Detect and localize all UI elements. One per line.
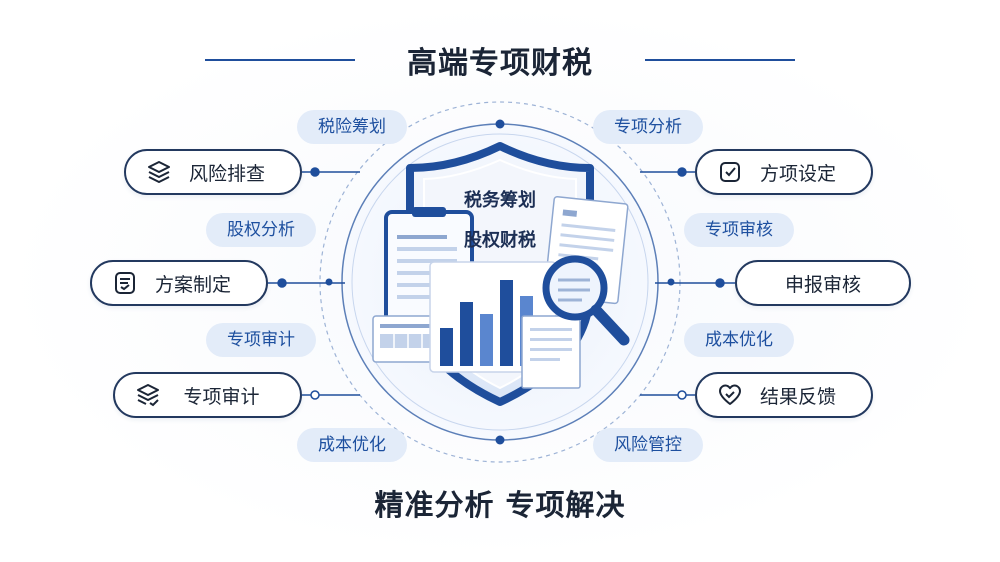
ring-dot-right	[667, 278, 675, 286]
ring-dot-top	[495, 119, 505, 129]
card-label: 方案制定	[154, 273, 231, 296]
card-label: 结果反馈	[759, 385, 836, 408]
ring-dot-left	[325, 278, 333, 286]
card-label: 风险排查	[188, 162, 265, 185]
tag-right-3: 成本优化	[684, 323, 794, 357]
tag-left-3: 专项审计	[206, 323, 316, 357]
magnifier-icon	[542, 255, 630, 346]
table-card-icon	[372, 315, 444, 363]
card-label: 专项审计	[183, 385, 260, 408]
card-special-audit[interactable]: 专项审计	[113, 372, 302, 418]
layers-icon	[148, 161, 170, 183]
card-label: 方项设定	[759, 162, 836, 185]
document-list-icon	[115, 272, 135, 294]
card-item-setting[interactable]: 方项设定	[695, 149, 873, 195]
page-title: 高端专项财税	[407, 46, 593, 81]
title-right-divider	[645, 59, 795, 61]
page-subtitle: 精准分析 专项解决	[374, 488, 626, 522]
card-plan-making[interactable]: 方案制定	[90, 260, 268, 306]
center-label-1: 税务筹划	[464, 190, 536, 211]
inner-ring-light	[351, 133, 649, 431]
paper-icon	[521, 315, 581, 389]
center-label-2: 股权财税	[464, 230, 536, 251]
tag-left-1: 税险筹划	[297, 110, 407, 144]
card-label: 申报审核	[784, 273, 861, 296]
checkbox-icon	[720, 162, 740, 182]
card-result-feedback[interactable]: 结果反馈	[695, 372, 873, 418]
tag-right-1: 专项分析	[593, 110, 703, 144]
heart-check-icon	[719, 384, 741, 405]
card-declaration-review[interactable]: 申报审核	[735, 260, 911, 306]
tag-right-4: 风险管控	[593, 428, 703, 462]
outer-dashed-ring	[319, 101, 681, 463]
card-risk-check[interactable]: 风险排查	[124, 149, 302, 195]
tag-left-4: 成本优化	[297, 428, 407, 462]
layers-check-icon	[137, 384, 159, 407]
title-left-divider	[205, 59, 355, 61]
ring-dot-bottom	[495, 435, 505, 445]
tag-left-2: 股权分析	[206, 213, 316, 247]
tag-right-2: 专项审核	[684, 213, 794, 247]
